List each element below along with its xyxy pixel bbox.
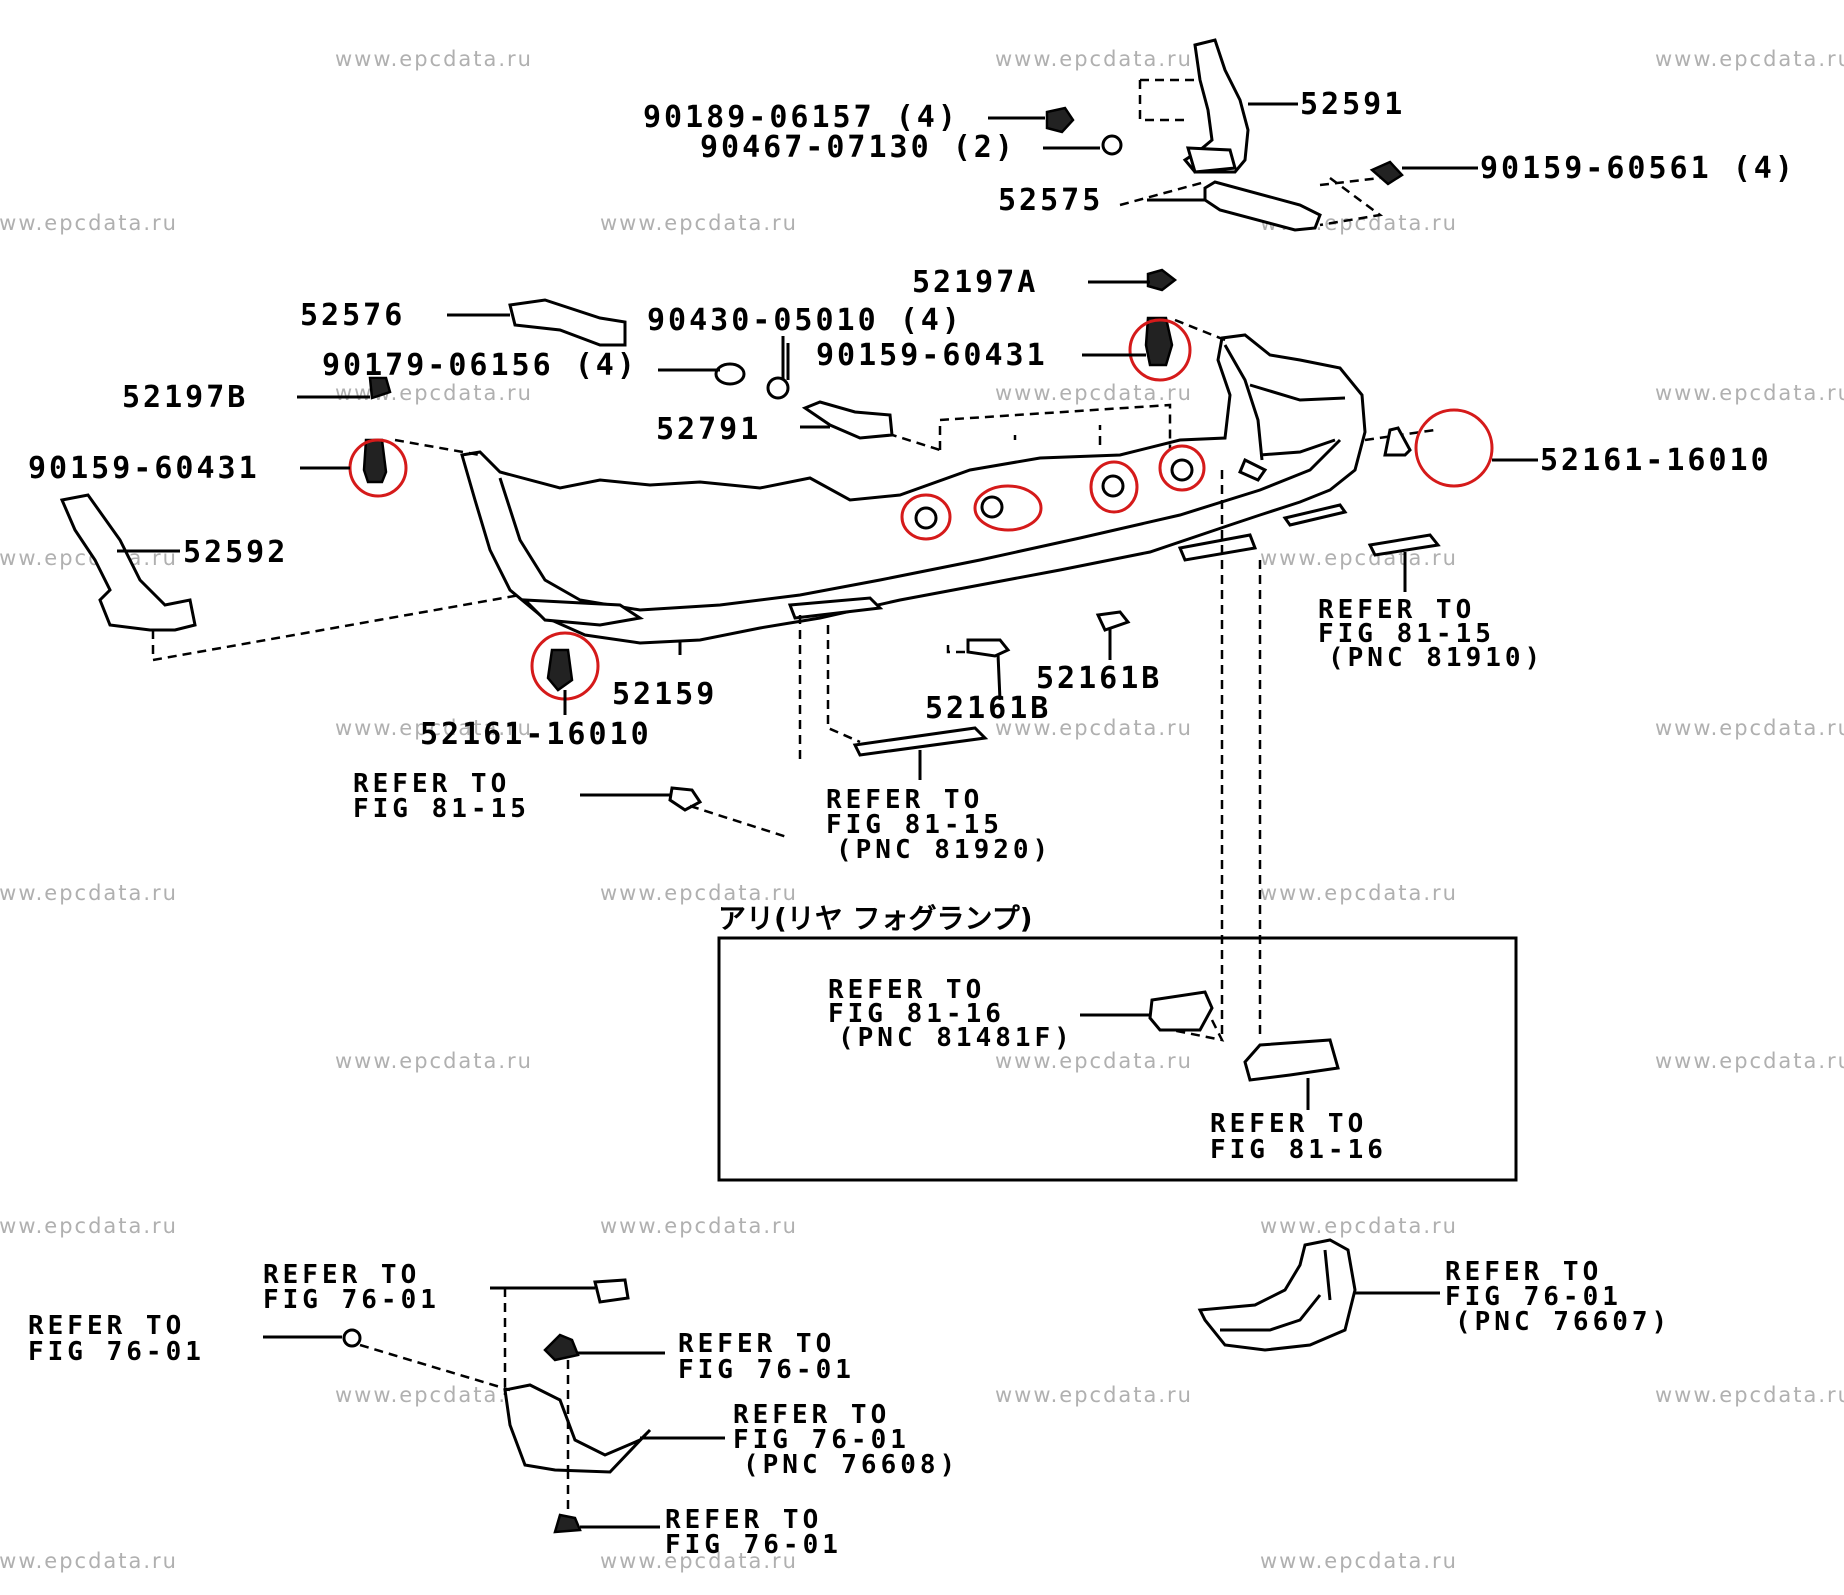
label-90159-60561: 90159-60561 (4) — [1480, 151, 1796, 186]
refer-line: (PNC 81910) — [1328, 643, 1544, 673]
watermark: www.epcdata.ru — [995, 1049, 1193, 1073]
refer-note-81-15: REFER TO FIG 81-15 — [353, 769, 530, 824]
mudflap-76607-drawing — [1197, 1238, 1357, 1352]
refer-line: REFER TO — [1445, 1257, 1602, 1287]
bumper-cover-52159 — [460, 333, 1367, 645]
refer-line: REFER TO — [733, 1400, 890, 1430]
refer-note-81-16: REFER TO FIG 81-16 — [1210, 1109, 1387, 1165]
refer-note-81910: REFER TO FIG 81-15 (PNC 81910) — [1318, 595, 1544, 673]
refer-line: FIG 81-15 — [353, 794, 530, 824]
bracket-52592-drawing — [59, 493, 521, 662]
watermark: www.epcdata.ru — [995, 1383, 1193, 1407]
mudflap-76608-drawing — [342, 1278, 652, 1534]
refer-note-81481F: REFER TO FIG 81-16 (PNC 81481F) — [828, 975, 1074, 1053]
refer-line: REFER TO — [1210, 1109, 1367, 1139]
label-52161-16010-bottom: 52161-16010 — [420, 717, 652, 752]
watermark: www.epcdata.ru — [0, 211, 178, 235]
watermark: www.epcdata.ru — [0, 881, 178, 905]
refer-line: REFER TO — [1318, 595, 1475, 625]
label-90189-06157: 90189-06157 (4) — [643, 100, 959, 135]
fog-box-title: アリ(リヤ フォグランプ) — [718, 902, 1033, 935]
label-52197B: 52197B — [122, 380, 248, 415]
refer-line: FIG 76-01 — [733, 1425, 910, 1455]
label-52575: 52575 — [998, 183, 1103, 218]
refer-note-76608: REFER TO FIG 76-01 (PNC 76608) — [733, 1400, 959, 1480]
label-90179-06156: 90179-06156 (4) — [322, 348, 638, 383]
refer-line: FIG 76-01 — [678, 1355, 855, 1385]
refer-line: REFER TO — [28, 1311, 185, 1341]
refer-line: FIG 76-01 — [28, 1337, 205, 1367]
watermark: www.epcdata.ru — [335, 1383, 533, 1407]
refer-line: (PNC 81920) — [836, 835, 1052, 865]
label-52159: 52159 — [612, 677, 717, 712]
watermark: www.epcdata.ru — [995, 381, 1193, 405]
watermark: www.epcdata.ru — [1260, 881, 1458, 905]
refer-line: (PNC 76607) — [1455, 1307, 1671, 1337]
refer-line: FIG 81-16 — [1210, 1135, 1387, 1165]
refer-line: (PNC 76608) — [743, 1450, 959, 1480]
label-52161B-left: 52161B — [925, 691, 1051, 726]
upper-left-parts — [508, 298, 894, 440]
watermark: www.epcdata.ru — [1655, 1049, 1844, 1073]
refer-line: REFER TO — [263, 1260, 420, 1290]
refer-line: FIG 81-16 — [828, 999, 1005, 1029]
label-90159-60431-left: 90159-60431 — [28, 451, 260, 486]
watermark: www.epcdata.ru — [1260, 546, 1458, 570]
label-90467-07130: 90467-07130 (2) — [700, 130, 1016, 165]
refer-line: REFER TO — [828, 975, 985, 1005]
watermark: www.epcdata.ru — [995, 47, 1193, 71]
fog-lamp-box: アリ(リヤ フォグランプ) REFER TO FIG 81-16 (PNC 81… — [717, 902, 1518, 1182]
clips-on-bumper — [362, 268, 1412, 692]
watermark: www.epcdata.ru — [1655, 1383, 1844, 1407]
label-52161-16010-right: 52161-16010 — [1540, 443, 1772, 478]
watermark: www.epcdata.ru — [0, 1549, 178, 1573]
watermark: www.epcdata.ru — [335, 1049, 533, 1073]
watermark: www.epcdata.ru — [335, 47, 533, 71]
label-90159-60431-top: 90159-60431 — [816, 338, 1048, 373]
label-52197A: 52197A — [912, 265, 1038, 300]
refer-line: FIG 76-01 — [665, 1530, 842, 1560]
watermark: www.epcdata.ru — [1260, 1549, 1458, 1573]
refer-note-76607: REFER TO FIG 76-01 (PNC 76607) — [1445, 1257, 1671, 1337]
watermark: www.epcdata.ru — [335, 381, 533, 405]
watermark: www.epcdata.ru — [600, 1214, 798, 1238]
refer-line: (PNC 81481F) — [838, 1023, 1074, 1053]
watermark: www.epcdata.ru — [600, 1549, 798, 1573]
watermark: www.epcdata.ru — [1260, 1214, 1458, 1238]
bracket-52591-drawing — [1045, 38, 1404, 232]
refer-line: FIG 76-01 — [263, 1285, 440, 1315]
refer-line: FIG 81-15 — [1318, 619, 1495, 649]
label-52591: 52591 — [1300, 87, 1405, 122]
watermark: www.epcdata.ru — [1655, 47, 1844, 71]
watermark: www.epcdata.ru — [1655, 381, 1844, 405]
watermark-layer: www.epcdata.ru www.epcdata.ru www.epcdat… — [0, 47, 1844, 1573]
label-90430-05010: 90430-05010 (4) — [647, 303, 963, 338]
label-52791: 52791 — [656, 412, 761, 447]
refer-note-76-01-c: REFER TO FIG 76-01 — [678, 1329, 855, 1385]
watermark: www.epcdata.ru — [335, 716, 533, 740]
refer-line: REFER TO — [826, 785, 983, 815]
refer-line: REFER TO — [678, 1329, 835, 1359]
refer-note-81920: REFER TO FIG 81-15 (PNC 81920) — [826, 785, 1052, 865]
label-52161B-right: 52161B — [1036, 661, 1162, 696]
refer-line: REFER TO — [353, 769, 510, 799]
watermark: www.epcdata.ru — [0, 1214, 178, 1238]
refer-note-76-01-a: REFER TO FIG 76-01 — [263, 1260, 440, 1315]
watermark: www.epcdata.ru — [600, 881, 798, 905]
watermark: www.epcdata.ru — [600, 211, 798, 235]
refer-line: REFER TO — [665, 1505, 822, 1535]
refer-note-76-01-b: REFER TO FIG 76-01 — [28, 1311, 205, 1367]
watermark: www.epcdata.ru — [995, 716, 1193, 740]
refer-note-76-01-d: REFER TO FIG 76-01 — [665, 1505, 842, 1560]
refer-line: FIG 81-15 — [826, 810, 1003, 840]
refer-line: FIG 76-01 — [1445, 1282, 1622, 1312]
label-52576: 52576 — [300, 298, 405, 333]
watermark: www.epcdata.ru — [1655, 716, 1844, 740]
label-52592: 52592 — [183, 535, 288, 570]
